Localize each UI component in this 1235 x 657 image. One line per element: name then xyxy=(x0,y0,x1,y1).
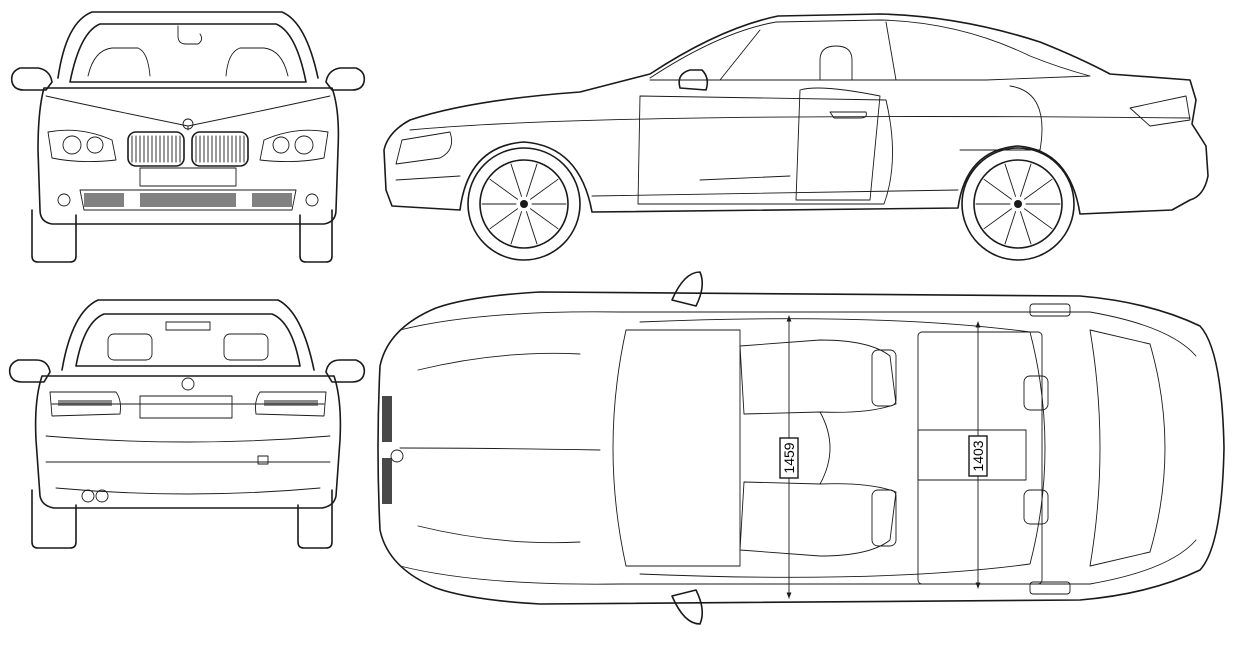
wheel-spoke xyxy=(530,178,559,200)
wheel-spoke xyxy=(1004,211,1016,245)
top-view-console xyxy=(917,429,1027,481)
wheel-spoke xyxy=(1020,211,1032,245)
rear-view-license-plate xyxy=(139,395,233,419)
rear-view-right-tyre xyxy=(297,489,333,549)
top-view-windshield xyxy=(612,329,741,567)
side-view-rear-wheel xyxy=(961,147,1075,261)
side-view-greenhouse xyxy=(649,19,1091,81)
wheel-spoke xyxy=(510,211,522,245)
front-view-right-mirror xyxy=(325,67,366,91)
wheel-spoke xyxy=(983,208,1012,230)
wheel-spoke xyxy=(489,208,518,230)
top-view-front-seat-right xyxy=(739,481,897,557)
wheel-spoke xyxy=(983,178,1012,200)
wheel-spoke xyxy=(526,211,538,245)
wheel-spoke xyxy=(1024,178,1053,200)
rear-view-exhaust-2 xyxy=(95,489,109,503)
wheel-spoke xyxy=(530,208,559,230)
front-view-body xyxy=(37,87,340,225)
front-view-kidney-grille-right xyxy=(191,131,249,167)
front-view-license-plate xyxy=(139,167,237,187)
side-view-headlight xyxy=(395,131,453,165)
side-view-door xyxy=(637,95,893,205)
front-view-lower-intake xyxy=(79,189,297,211)
rear-view-body xyxy=(34,375,342,509)
rear-view-rear-window xyxy=(75,313,301,367)
rear-view-left-taillight xyxy=(49,391,121,417)
rear-track-dimension-label: 1403 xyxy=(970,440,986,471)
rear-view-badge xyxy=(181,377,195,391)
top-view-grille-right xyxy=(382,458,392,504)
side-view-mirror xyxy=(678,69,709,91)
wheel-spoke xyxy=(510,163,522,197)
side-view-front-wheel xyxy=(467,147,581,261)
front-view-right-headlight xyxy=(259,129,329,163)
top-view-front-seat-left xyxy=(739,339,897,415)
rear-view-right-taillight xyxy=(255,391,327,417)
front-view-left-tyre xyxy=(31,209,77,263)
rear-view-exhaust-1 xyxy=(81,489,95,503)
front-view-windshield xyxy=(69,23,307,83)
rear-view-roof xyxy=(61,299,315,371)
front-view-left-mirror xyxy=(10,67,53,91)
front-view-left-headlight xyxy=(47,129,117,163)
front-track-dimension-label: 1459 xyxy=(781,442,797,473)
side-view-body xyxy=(383,13,1209,215)
front-view xyxy=(10,11,366,263)
top-view-rear-window xyxy=(1089,329,1166,567)
top-view-grille-left xyxy=(382,396,392,442)
top-view-body xyxy=(377,291,1225,605)
wheel-spoke xyxy=(526,163,538,197)
rear-view xyxy=(8,299,366,549)
front-view-kidney-grille-left xyxy=(127,131,185,167)
side-view xyxy=(383,13,1209,261)
top-view-badge xyxy=(390,449,404,463)
rear-view-left-mirror xyxy=(8,359,51,383)
front-view-roof xyxy=(57,11,319,79)
wheel-spoke xyxy=(1020,163,1032,197)
wheel-spoke xyxy=(1024,208,1053,230)
top-view-right-mirror xyxy=(671,589,704,625)
front-view-right-tyre xyxy=(299,209,333,263)
side-view-taillight xyxy=(1129,95,1191,127)
top-view: 1459 1403 xyxy=(377,271,1225,625)
wheel-spoke xyxy=(489,178,518,200)
rear-view-left-tyre xyxy=(31,489,77,549)
rear-view-right-mirror xyxy=(325,359,366,383)
wheel-spoke xyxy=(1004,163,1016,197)
front-view-badge xyxy=(182,118,194,130)
top-view-left-mirror xyxy=(671,271,704,307)
